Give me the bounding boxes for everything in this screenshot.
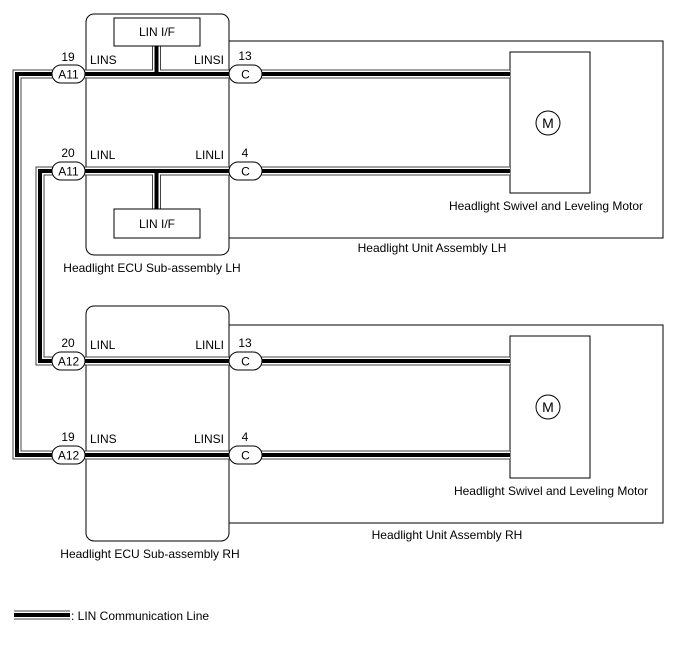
lin-line-lins-loop [15, 72, 60, 457]
rh-row-1: 20 A12 LINL LINLI 13 C [51, 336, 263, 371]
motor-symbol-icon [535, 394, 561, 420]
connector-label: A11 [58, 68, 79, 82]
pin-number: 13 [238, 336, 252, 350]
connector-label: A12 [58, 355, 80, 369]
motor-lh: M [535, 110, 561, 136]
connector-left: A12 [51, 445, 86, 465]
motor-lh-symbol: M [542, 115, 554, 131]
signal-right: LINLI [195, 338, 224, 352]
pin-number: 19 [61, 50, 75, 64]
connector-label: C [241, 449, 250, 463]
signal-left: LINL [90, 148, 116, 162]
unit-lh-label: Headlight Unit Assembly LH [358, 241, 507, 255]
connector-label: C [241, 165, 250, 179]
signal-left: LINL [90, 338, 116, 352]
motor-rh-symbol: M [542, 399, 554, 415]
rh-row-2: 19 A12 LINS LINSI 4 C [51, 430, 263, 465]
connector-right: C [228, 445, 263, 465]
connector-right: C [228, 161, 263, 181]
lin-line-core [14, 46, 510, 617]
pin-number: 19 [61, 430, 75, 444]
lin-if-bottom-label: LIN I/F [139, 217, 175, 231]
ecu-lh-label: Headlight ECU Sub-assembly LH [63, 261, 240, 275]
connector-label: C [241, 68, 250, 82]
connector-right: C [228, 351, 263, 371]
signal-right: LINSI [194, 53, 224, 67]
signal-right: LINSI [194, 432, 224, 446]
lin-if-top: LIN I/F [113, 17, 201, 47]
lin-line-linl-loop [38, 169, 60, 363]
legend-label: : LIN Communication Line [71, 609, 209, 623]
pin-number: 4 [242, 146, 249, 160]
motor-rh: M [535, 394, 561, 420]
connector-label: A12 [58, 449, 80, 463]
connector-left: A12 [51, 351, 86, 371]
lin-if-bottom: LIN I/F [113, 208, 201, 239]
pin-number: 4 [242, 430, 249, 444]
connector-label: A11 [58, 165, 79, 179]
signal-left: LINS [90, 53, 117, 67]
connector-right: C [228, 64, 263, 84]
ecu-rh-label: Headlight ECU Sub-assembly RH [60, 547, 239, 561]
connector-left: A11 [51, 161, 86, 181]
unit-rh-label: Headlight Unit Assembly RH [372, 528, 523, 542]
lh-row-1: 19 A11 LINS LINSI 13 C [51, 49, 263, 84]
signal-right: LINLI [195, 148, 224, 162]
pin-number: 13 [238, 49, 252, 63]
motor-symbol-icon [535, 110, 561, 136]
connector-label: C [241, 355, 250, 369]
connector-left: A11 [51, 64, 86, 84]
lh-row-2: 20 A11 LINL LINLI 4 C [51, 146, 263, 181]
motor-rh-label: Headlight Swivel and Leveling Motor [454, 484, 648, 498]
signal-left: LINS [90, 432, 117, 446]
pin-number: 20 [61, 336, 75, 350]
lin-if-top-label: LIN I/F [139, 25, 175, 39]
pin-number: 20 [61, 146, 75, 160]
motor-lh-label: Headlight Swivel and Leveling Motor [449, 199, 643, 213]
